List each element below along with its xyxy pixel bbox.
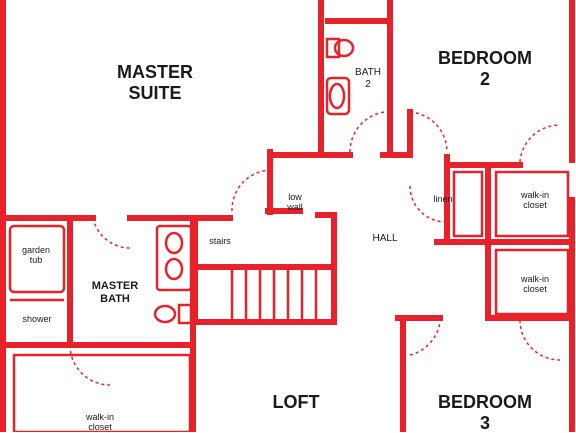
walkin-closet-top-line2: closet — [523, 200, 547, 211]
walkin-closet-master-line1: walk-in — [85, 412, 114, 422]
walkin-closet-mid-line2: closet — [523, 284, 547, 295]
master-suite-line1: MASTER — [117, 62, 193, 82]
stairs-label: stairs — [209, 236, 231, 246]
bath2-line1: BATH — [355, 67, 381, 78]
walkin-closet-mid-label: walk-in closet — [500, 274, 570, 295]
garden-tub-line1: garden — [21, 245, 51, 255]
walkin-closet-mid-line1: walk-in — [520, 274, 549, 284]
bedroom3-label: BEDROOM 3 — [420, 392, 550, 433]
low-wall-label: low wall — [275, 192, 315, 213]
door-swings — [69, 111, 561, 386]
bedroom2-label: BEDROOM 2 — [420, 48, 550, 89]
bedroom2-line1: BEDROOM — [438, 48, 532, 68]
walkin-closet-master-label: walk-in closet — [70, 412, 130, 433]
master-suite-label: MASTER SUITE — [100, 62, 210, 103]
low-wall-line2: wall — [287, 202, 303, 213]
walkin-closet-top-label: walk-in closet — [500, 190, 570, 211]
low-wall-line1: low — [288, 192, 302, 202]
master-bath-label: MASTER BATH — [80, 280, 150, 305]
master-suite-line2: SUITE — [128, 82, 182, 103]
walkin-closet-top-line1: walk-in — [520, 190, 549, 200]
linen-label: linen — [433, 194, 453, 204]
walkin-closet-master-line2: closet — [88, 422, 112, 433]
bath2-label: BATH 2 — [345, 67, 391, 90]
fixture-outlines — [8, 37, 570, 432]
master-bath-line1: MASTER — [91, 280, 139, 292]
garden-tub-line2: tub — [29, 255, 43, 266]
bedroom2-line2: 2 — [479, 68, 490, 89]
hall-label: HALL — [372, 233, 398, 244]
bath2-line2: 2 — [365, 78, 371, 90]
master-bath-line2: BATH — [100, 292, 130, 305]
loft-label: LOFT — [272, 392, 320, 412]
bedroom3-line2: 3 — [479, 412, 490, 433]
garden-tub-label: garden tub — [12, 245, 60, 266]
bedroom3-line1: BEDROOM — [438, 392, 532, 412]
shower-label: shower — [22, 314, 52, 324]
